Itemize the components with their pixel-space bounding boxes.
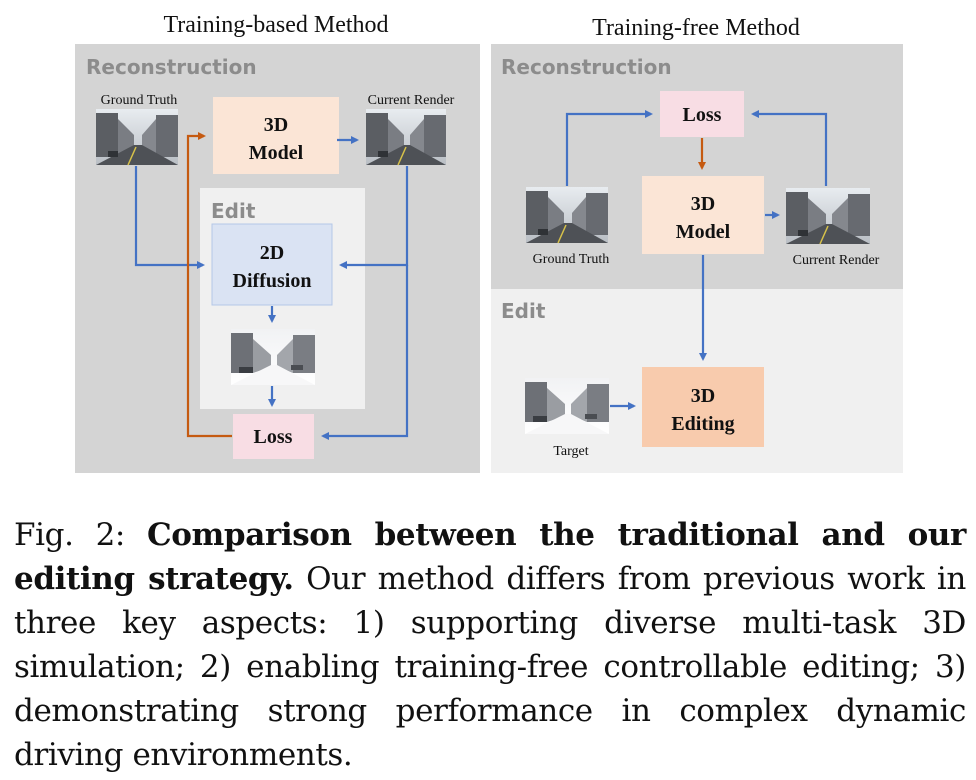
- right-target-image: [525, 378, 609, 434]
- left-section-edit: Edit: [211, 199, 256, 223]
- right-label-current-render: Current Render: [793, 253, 880, 268]
- figure-caption: Fig. 2: Comparison between the tradition…: [14, 513, 966, 777]
- method-comparison-diagram: Training-based Method Reconstruction Gro…: [75, 12, 903, 473]
- left-2d-diffusion-box: [211, 223, 333, 306]
- right-3d-editing-line2: Editing: [671, 413, 734, 435]
- right-ground-truth-image: [526, 187, 608, 244]
- caption-bold-title: Comparison between the traditional and o…: [14, 517, 966, 597]
- left-arrows: [134, 132, 409, 440]
- left-2d-diffusion-line1: 2D: [260, 242, 284, 264]
- right-arrows: [565, 110, 828, 410]
- left-3d-model-line1: 3D: [264, 114, 288, 136]
- right-current-render-image: [786, 188, 870, 245]
- right-label-ground-truth: Ground Truth: [533, 252, 610, 267]
- right-3d-editing-box: [642, 367, 764, 447]
- right-3d-model-line2: Model: [676, 221, 731, 243]
- left-current-render-image: [366, 109, 446, 166]
- caption-prefix: Fig. 2:: [14, 517, 147, 553]
- left-label-current-render: Current Render: [368, 93, 455, 108]
- right-3d-editing-line1: 3D: [691, 385, 715, 407]
- right-3d-model-box: [642, 176, 764, 254]
- left-loss-box: [233, 414, 314, 459]
- right-label-target: Target: [553, 444, 588, 459]
- right-section-edit: Edit: [501, 299, 546, 323]
- right-loss-box: [660, 91, 744, 137]
- left-2d-diffusion-line2: Diffusion: [233, 270, 312, 292]
- left-ground-truth-image: [96, 109, 178, 166]
- right-3d-model-line1: 3D: [691, 193, 715, 215]
- left-label-ground-truth: Ground Truth: [101, 93, 178, 108]
- left-3d-model-box: [213, 97, 339, 174]
- left-panel-heading: Training-based Method: [163, 12, 388, 38]
- left-edited-image: [231, 329, 315, 385]
- left-3d-model-line2: Model: [249, 142, 304, 164]
- right-loss-label: Loss: [683, 104, 722, 126]
- left-loss-label: Loss: [254, 426, 293, 448]
- right-section-reconstruction: Reconstruction: [501, 55, 672, 79]
- right-panel-heading: Training-free Method: [592, 15, 800, 41]
- caption-body: Our method differs from previous work in…: [14, 561, 966, 773]
- left-section-reconstruction: Reconstruction: [86, 55, 257, 79]
